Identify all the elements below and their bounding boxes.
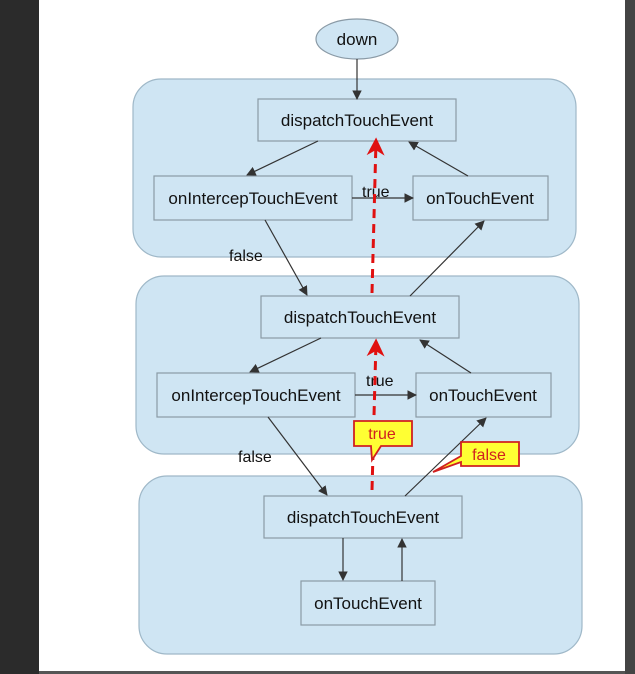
cluster-level-3 <box>138 475 583 655</box>
highlight-return-path-upper <box>366 137 385 294</box>
level2-intercept-label: onIntercepTouchEvent <box>171 386 340 405</box>
level2-touch-node <box>415 372 552 418</box>
edge-touch2-to-dispatch2 <box>419 339 472 374</box>
callout-false-bubble <box>432 441 520 473</box>
level3-touch-node <box>300 580 436 626</box>
window-edge <box>625 0 635 674</box>
callout-true-label: true <box>368 426 396 443</box>
edge-label-false-1: false <box>229 248 263 265</box>
edge-dispatch2-to-touch1 <box>409 220 485 297</box>
level2-dispatch-label: dispatchTouchEvent <box>284 308 436 327</box>
level2-touch-label: onTouchEvent <box>429 386 537 405</box>
edge-intercept2-to-dispatch3 <box>267 416 328 496</box>
level1-touch-label: onTouchEvent <box>426 189 534 208</box>
highlight-return-path-lower <box>366 338 385 491</box>
level1-touch-node <box>412 175 549 221</box>
callout-false-label: false <box>472 447 506 464</box>
level1-dispatch-node <box>257 98 457 142</box>
level2-dispatch-node <box>260 295 460 339</box>
edge-dispatch1-to-intercept1 <box>246 140 319 176</box>
bottom-border <box>39 671 625 674</box>
callout-true-bubble <box>353 420 413 463</box>
edge-label-false-2: false <box>238 449 272 466</box>
level3-dispatch-node <box>263 495 463 539</box>
edge-label-true-1: true <box>362 184 390 201</box>
edge-intercept1-to-dispatch2 <box>264 219 308 296</box>
level1-intercept-label: onIntercepTouchEvent <box>168 189 337 208</box>
level1-dispatch-label: dispatchTouchEvent <box>281 111 433 130</box>
edge-label-true-2: true <box>366 373 394 390</box>
edge-dispatch2-to-intercept2 <box>249 337 322 373</box>
level1-intercept-node <box>153 175 353 221</box>
level3-touch-label: onTouchEvent <box>314 594 422 613</box>
edge-dispatch3-to-touch2 <box>404 417 487 497</box>
start-node-label: down <box>337 30 378 49</box>
level3-dispatch-label: dispatchTouchEvent <box>287 508 439 527</box>
edge-touch1-to-dispatch1 <box>408 141 469 177</box>
